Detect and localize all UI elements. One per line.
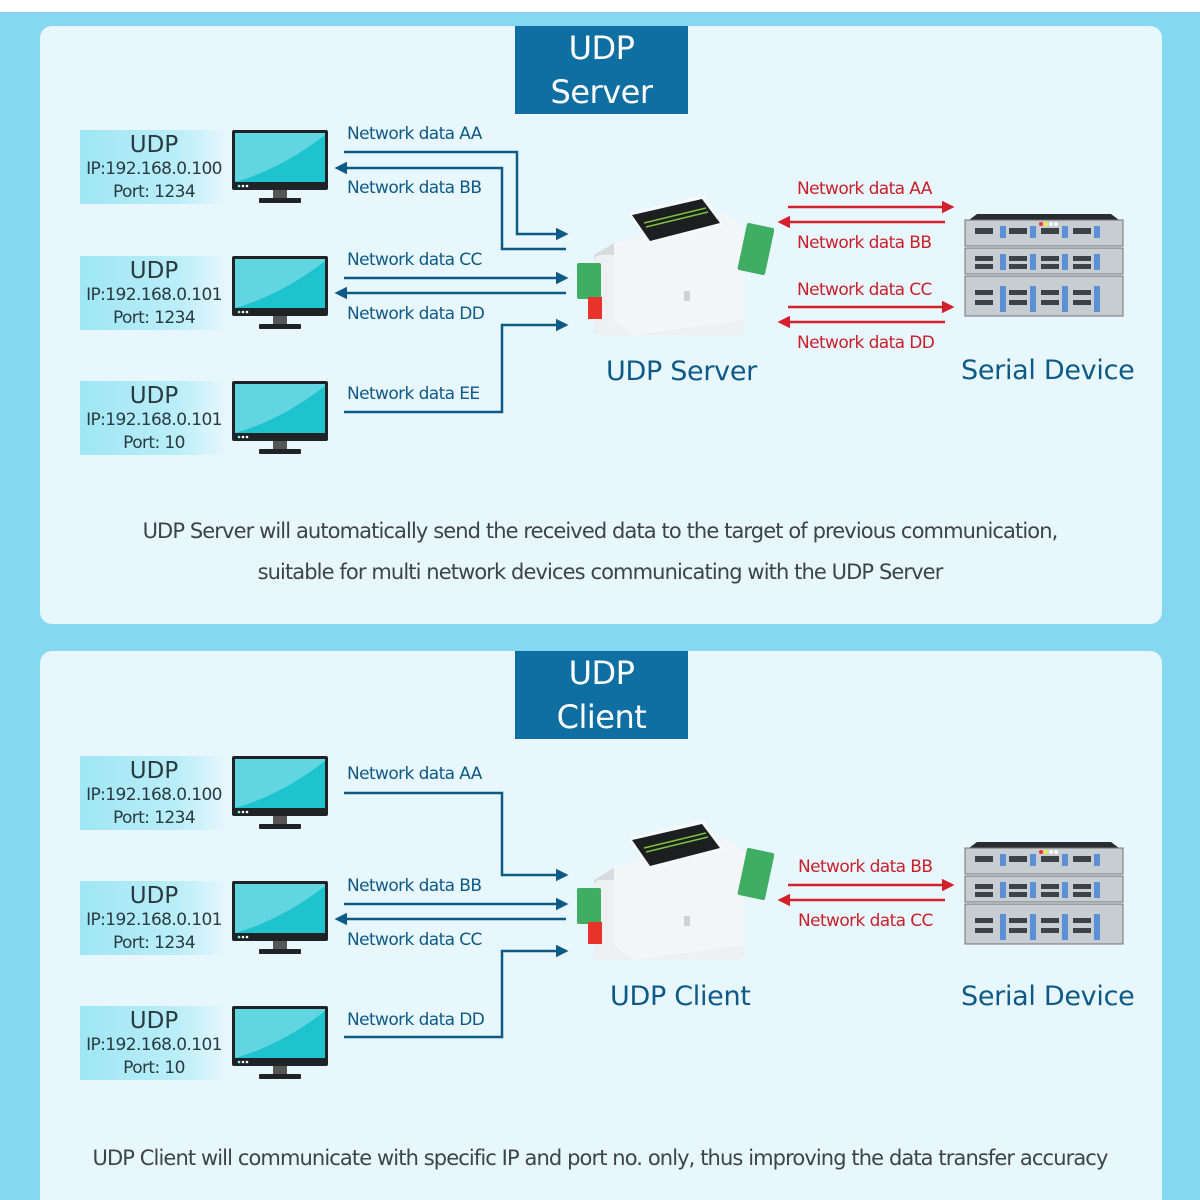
monitor-icon [232,1006,328,1079]
host-ip: IP:192.168.0.101 [86,910,222,930]
serial-converter-device-icon [577,195,774,335]
client-host-3-label: UDP IP:192.168.0.101 Port: 10 [80,1006,228,1080]
server-net-label-cc: Network data CC [347,250,482,270]
serial-device-rack-icon [964,842,1124,945]
server-net-label-ee: Network data EE [347,384,480,404]
server-serial-caption: Serial Device [961,355,1135,386]
host-port: Port: 10 [123,433,185,453]
host-port: Port: 1234 [112,182,196,202]
host-protocol: UDP [129,132,179,158]
host-protocol: UDP [129,758,179,784]
client-net-label-dd: Network data DD [347,1010,485,1030]
monitor-icon [232,130,328,203]
server-host-2-label: UDP IP:192.168.0.101 Port: 1234 [80,256,228,330]
client-device-caption: UDP Client [610,981,751,1012]
host-port: Port: 1234 [112,308,196,328]
host-protocol: UDP [129,883,179,909]
server-host-3-label: UDP IP:192.168.0.101 Port: 10 [80,381,228,455]
monitor-icon [232,881,328,954]
host-ip: IP:192.168.0.101 [86,1035,222,1055]
serial-device-rack-icon [964,214,1124,317]
client-net-label-bb: Network data BB [347,876,482,896]
monitor-icon [232,256,328,329]
client-serial-label-bb: Network data BB [798,857,933,877]
host-ip: IP:192.168.0.101 [86,410,222,430]
server-net-label-aa: Network data AA [347,124,482,144]
host-port: Port: 1234 [112,933,196,953]
server-host-1-label: UDP IP:192.168.0.100 Port: 1234 [80,130,228,204]
server-serial-label-bb: Network data BB [797,233,932,253]
host-protocol: UDP [129,1008,179,1034]
host-port: Port: 1234 [112,808,196,828]
server-serial-label-aa: Network data AA [797,179,932,199]
host-protocol: UDP [129,258,179,284]
client-net-label-aa: Network data AA [347,764,482,784]
server-device-caption: UDP Server [606,356,757,387]
host-protocol: UDP [129,383,179,409]
server-description-line-2: suitable for multi network devices commu… [257,560,944,584]
server-serial-label-cc: Network data CC [797,280,932,300]
monitor-icon [232,756,328,829]
host-port: Port: 10 [123,1058,185,1078]
monitor-icon [232,381,328,454]
serial-converter-device-icon [577,820,774,960]
client-host-2-label: UDP IP:192.168.0.101 Port: 1234 [80,881,228,955]
client-net-label-cc: Network data CC [347,930,482,950]
client-serial-label-cc: Network data CC [798,911,933,931]
client-description: UDP Client will communicate with specifi… [92,1146,1109,1170]
host-ip: IP:192.168.0.100 [86,785,222,805]
server-serial-label-dd: Network data DD [797,333,935,353]
client-host-1-label: UDP IP:192.168.0.100 Port: 1234 [80,756,228,830]
host-ip: IP:192.168.0.101 [86,285,222,305]
host-ip: IP:192.168.0.100 [86,159,222,179]
client-serial-caption: Serial Device [961,981,1135,1012]
udp-client-title: UDP Client [515,651,688,739]
server-net-label-dd: Network data DD [347,304,485,324]
server-net-label-bb: Network data BB [347,178,482,198]
udp-server-title: UDP Server [515,26,688,114]
server-description-line-1: UDP Server will automatically send the r… [142,519,1059,543]
